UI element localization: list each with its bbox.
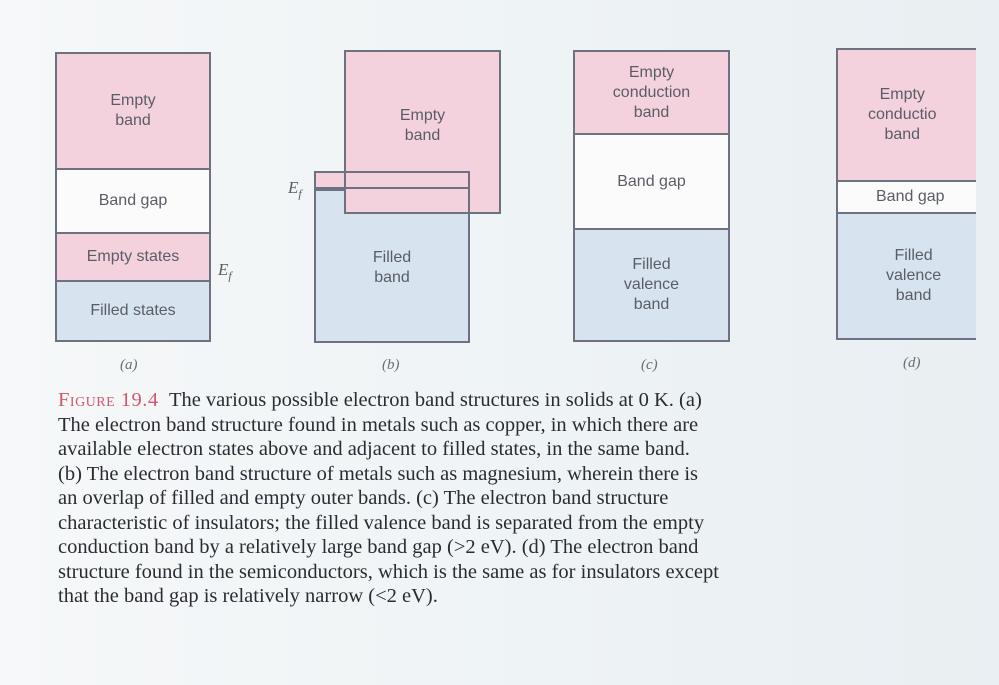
panel-d-band-gap-label: Band gap bbox=[876, 188, 945, 205]
panel-a-band-gap: Band gap bbox=[57, 168, 209, 232]
panel-a-filled-states-label: Filled states bbox=[90, 302, 176, 319]
caption-line-3: available electron states above and adja… bbox=[58, 438, 690, 460]
caption-line-4: (b) The electron band structure of metal… bbox=[58, 462, 699, 485]
caption-line-5: an overlap of filled and empty outer ban… bbox=[58, 487, 669, 509]
panel-d-empty-conduction-band-label: Empty conductio band bbox=[868, 86, 937, 143]
panel-c-caption-label: (c) bbox=[641, 357, 658, 373]
panel-c-band-diagram: Empty conduction band Band gap Filled va… bbox=[573, 50, 730, 342]
caption-line-1: Figure 19.4 The various possible electro… bbox=[58, 388, 958, 413]
panel-c-band-gap: Band gap bbox=[575, 133, 728, 228]
panel-c-empty-conduction-band: Empty conduction band bbox=[575, 52, 728, 133]
panel-a-empty-states: Empty states bbox=[57, 232, 209, 280]
panel-a-filled-states: Filled states bbox=[57, 280, 209, 340]
figure-caption: Figure 19.4 The various possible electro… bbox=[58, 388, 958, 609]
caption-line-8: structure found in the semiconductors, w… bbox=[58, 560, 719, 583]
panel-d-filled-valence-band-label: Filled valence band bbox=[886, 247, 942, 304]
panel-c-empty-conduction-band-label: Empty conduction band bbox=[612, 63, 691, 121]
caption-line-9: that the band gap is relatively narrow (… bbox=[58, 585, 438, 607]
panel-b-caption-label: (b) bbox=[382, 357, 400, 373]
panel-a-empty-states-label: Empty states bbox=[86, 248, 180, 265]
panel-a-band-gap-label: Band gap bbox=[98, 192, 168, 209]
panel-a-caption-label: (a) bbox=[120, 357, 138, 373]
panel-d-filled-valence-band: Filled valence band bbox=[838, 212, 976, 338]
panel-a-empty-band: Empty band bbox=[57, 54, 209, 168]
panel-c-filled-valence-band: Filled valence band bbox=[575, 228, 728, 340]
panel-b-fermi-level-label: Ef bbox=[288, 178, 302, 201]
figure-label: Figure 19.4 bbox=[58, 389, 159, 411]
panel-d-band-gap: Band gap bbox=[838, 180, 976, 212]
caption-line-2: The electron band structure found in met… bbox=[58, 413, 699, 436]
panel-d-caption-label: (d) bbox=[903, 355, 921, 371]
caption-line-6: characteristic of insulators; the filled… bbox=[58, 511, 705, 534]
panel-a-fermi-level-label: Ef bbox=[218, 260, 232, 283]
panel-a-empty-band-label: Empty band bbox=[110, 92, 156, 129]
panel-a-band-diagram: Empty band Band gap Empty states Filled … bbox=[55, 52, 211, 342]
panel-b-filled-band bbox=[314, 189, 470, 343]
panel-d-band-diagram: Empty conductio band Band gap Filled val… bbox=[836, 48, 976, 340]
panel-b-overlap-outline bbox=[344, 171, 470, 214]
panel-b-filled-band-label: Filled band bbox=[372, 249, 412, 286]
panel-b-empty-band-label: Empty band bbox=[399, 107, 446, 144]
caption-line-1-text: The various possible electron band struc… bbox=[168, 389, 702, 411]
panel-c-band-gap-label: Band gap bbox=[617, 172, 686, 190]
caption-line-7: conduction band by a relatively large ba… bbox=[58, 536, 699, 558]
panel-c-filled-valence-band-label: Filled valence band bbox=[623, 256, 680, 313]
panel-d-empty-conduction-band: Empty conductio band bbox=[838, 50, 976, 180]
